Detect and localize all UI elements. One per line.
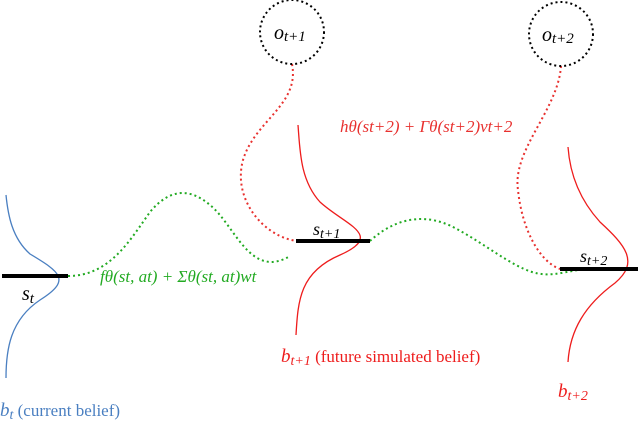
state-label-t1: st+1: [313, 219, 340, 242]
observation-subscript: t+2: [552, 31, 574, 47]
future-belief-label-t1: bt+1 (future simulated belief): [281, 346, 480, 369]
state-label-t2: st+2: [580, 246, 607, 269]
future-belief-label-t2: bt+2: [558, 381, 588, 404]
observation-base: o: [542, 24, 552, 46]
observation-link-t2: [516, 65, 562, 270]
observation-equation: hθ(st+2) + Γθ(st+2)vt+2: [340, 117, 513, 136]
current-belief-curve: [5, 194, 60, 379]
svg-text:ot+1: ot+1: [274, 22, 306, 45]
observation-link-t1: [239, 63, 299, 242]
transition-link-t1: [369, 218, 579, 276]
current-belief-label: bt (current belief): [0, 400, 120, 422]
observation-subscript: t+1: [284, 29, 306, 45]
observation-node-t2: ot+2: [528, 1, 594, 67]
observation-base: o: [274, 22, 284, 44]
future-belief-curve-t1: [295, 124, 362, 336]
transition-link-t: [67, 192, 291, 277]
transition-equation: fθ(st, at) + Σθ(st, at)wt: [100, 267, 258, 286]
observation-node-t1: ot+1: [259, 0, 325, 65]
svg-text:ot+2: ot+2: [542, 24, 574, 47]
future-belief-curve-t2: [567, 146, 629, 363]
state-label-t: st: [22, 283, 35, 307]
